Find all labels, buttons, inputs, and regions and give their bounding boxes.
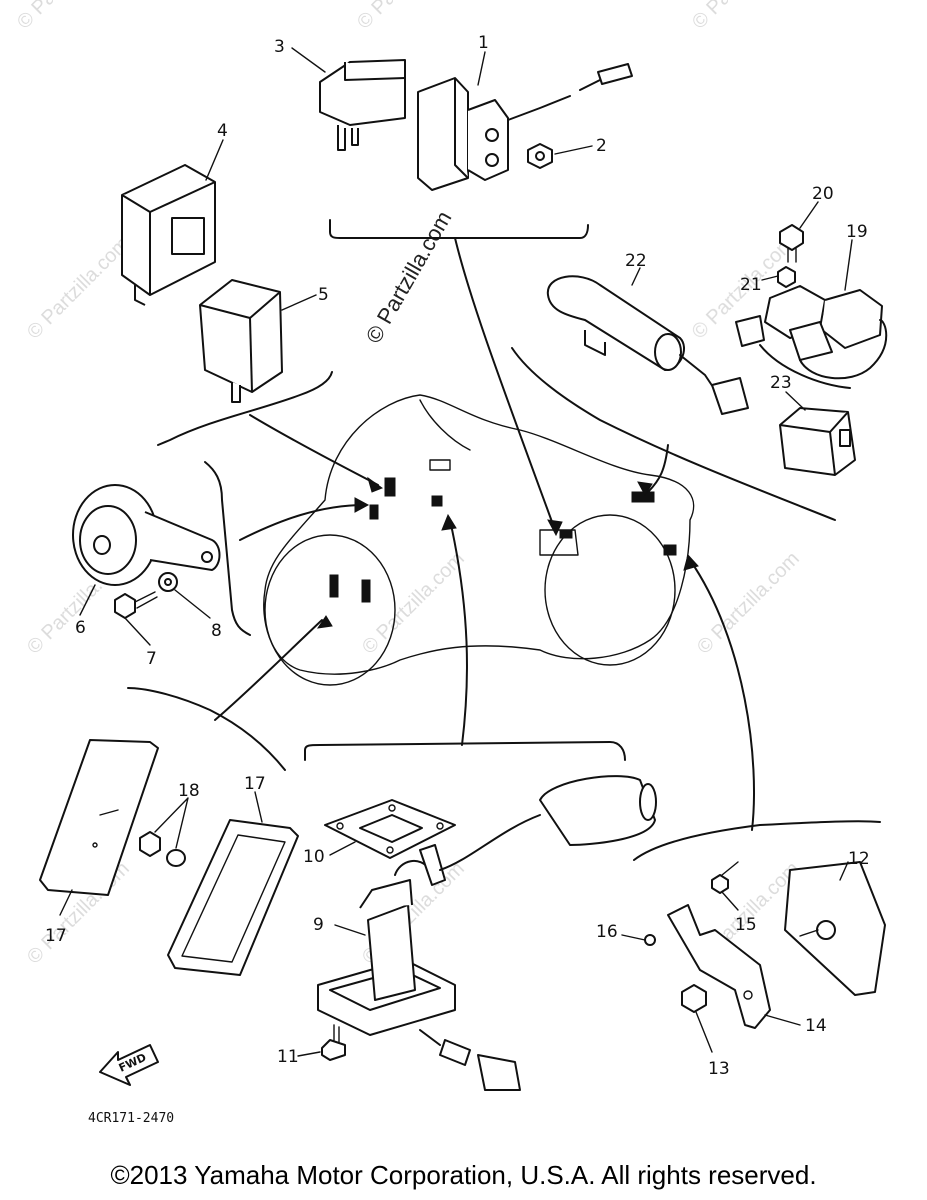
watermark-text: © Partzilla.com xyxy=(23,233,134,344)
part-labels: 1 2 3 4 5 6 7 8 9 10 11 12 13 14 15 16 1… xyxy=(45,33,870,1079)
part-1-relay-switch xyxy=(417,63,633,191)
fwd-arrow: FWD xyxy=(99,1044,159,1086)
copyright-notice: ©2013 Yamaha Motor Corporation, U.S.A. A… xyxy=(110,1160,817,1190)
diagram-code: 4CR171-2470 xyxy=(88,1111,174,1126)
part-number-label: 1 xyxy=(478,33,489,53)
part-9-fuel-sender xyxy=(317,775,657,1091)
part-number-label: 21 xyxy=(740,275,762,295)
leader-arrows xyxy=(214,237,755,831)
part-15-screw xyxy=(711,861,739,894)
part-17-reflector-right xyxy=(167,819,299,976)
part-number-label: 17 xyxy=(45,926,67,946)
part-number-label: 9 xyxy=(313,915,324,935)
part-number-label: 12 xyxy=(848,849,870,869)
part-22-condenser xyxy=(546,275,749,415)
part-19-harness xyxy=(735,285,888,389)
part-17-reflector-left xyxy=(39,739,159,896)
part-12-reflector xyxy=(784,861,886,996)
part-13-nut xyxy=(681,984,707,1013)
part-10-gasket xyxy=(324,799,456,859)
part-6-horn xyxy=(72,484,221,586)
part-14-bracket xyxy=(667,904,771,1029)
part-number-label: 8 xyxy=(211,621,222,641)
part-number-label: 14 xyxy=(805,1016,827,1036)
connector-mark xyxy=(329,574,339,598)
part-number-label: 10 xyxy=(303,847,325,867)
part-number-label: 13 xyxy=(708,1059,730,1079)
part-5-relay xyxy=(199,279,283,403)
connector-mark xyxy=(384,477,396,497)
part-7-bolt xyxy=(114,591,158,619)
part-8-washer xyxy=(158,572,178,592)
watermark-text: © Partzilla.com xyxy=(688,0,799,34)
part-number-label: 23 xyxy=(770,373,792,393)
watermark-center: © Partzilla.com xyxy=(361,207,457,348)
motorcycle-outline xyxy=(263,394,695,686)
watermark-text: © Partzilla.com xyxy=(358,548,469,659)
part-11-screw xyxy=(321,1024,346,1061)
watermark-text: © Partzilla.com xyxy=(353,0,464,34)
part-number-label: 11 xyxy=(277,1047,299,1067)
group-brackets xyxy=(127,219,881,861)
part-21-nut xyxy=(777,266,796,288)
part-number-label: 15 xyxy=(735,915,757,935)
part-18-nuts xyxy=(139,831,186,867)
part-number-label: 2 xyxy=(596,136,607,156)
part-3-relay xyxy=(319,59,406,151)
connector-mark xyxy=(631,491,655,503)
part-4-control-unit xyxy=(121,164,216,306)
watermark-text: © Partzilla.com xyxy=(13,0,124,34)
part-number-label: 3 xyxy=(274,37,285,57)
part-number-label: 7 xyxy=(146,649,157,669)
part-number-label: 17 xyxy=(244,774,266,794)
part-number-label: 5 xyxy=(318,285,329,305)
connector-mark xyxy=(361,579,371,603)
part-23-relay xyxy=(779,407,856,476)
part-number-label: 6 xyxy=(75,618,86,638)
part-number-label: 19 xyxy=(846,222,868,242)
part-number-label: 4 xyxy=(217,121,228,141)
part-16-rivet xyxy=(644,934,656,946)
connector-mark xyxy=(663,544,677,556)
part-number-label: 22 xyxy=(625,251,647,271)
connector-mark xyxy=(559,529,573,539)
part-number-label: 20 xyxy=(812,184,834,204)
connector-mark xyxy=(369,504,379,520)
connector-mark xyxy=(431,495,443,507)
part-2-nut xyxy=(527,143,553,169)
part-20-screw xyxy=(779,224,804,263)
part-number-label: 16 xyxy=(596,922,618,942)
part-number-label: 18 xyxy=(178,781,200,801)
watermark-text: © Partzilla.com xyxy=(693,548,804,659)
